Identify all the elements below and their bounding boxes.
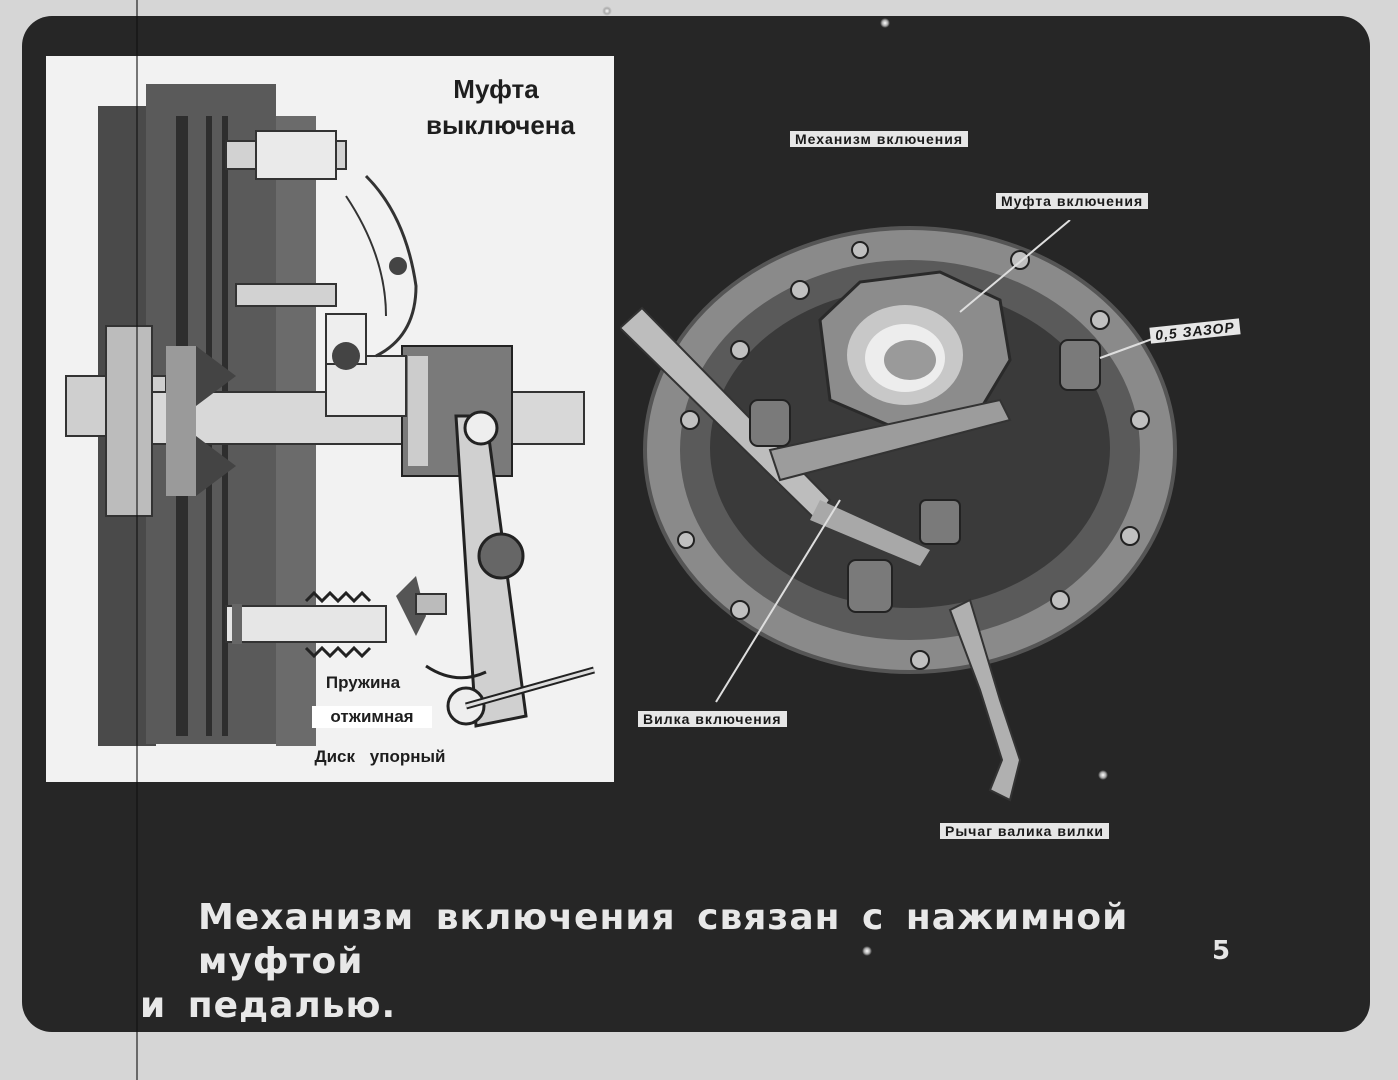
dust-speck xyxy=(602,6,612,16)
dust-speck xyxy=(1098,770,1108,780)
spring-label-line1: Пружина xyxy=(325,673,401,692)
slide-caption: Механизм включения связан с нажимной муф… xyxy=(140,896,1180,1028)
clutch-cross-section-drawing xyxy=(65,84,595,746)
slide-number: 5 xyxy=(1212,936,1231,966)
dust-speck xyxy=(862,946,872,956)
fork-label: Вилка включения xyxy=(638,711,787,727)
coupling-label: Муфта включения xyxy=(996,193,1149,209)
clutch-assembly-photo xyxy=(620,220,1177,802)
caption-line1: Механизм включения связан с нажимной муф… xyxy=(198,897,1129,982)
lever-label: Рычаг валика вилки xyxy=(940,823,1110,839)
diagram-title-line2: выключена xyxy=(426,110,575,140)
diagram-title-line1: Муфта xyxy=(453,74,539,104)
clutch-diagram: Муфта выключена Пружина отжимная Диск уп… xyxy=(46,56,614,782)
caption-line2: и педалью. xyxy=(140,985,397,1026)
dust-speck xyxy=(880,18,890,28)
spring-label-line2: отжимная xyxy=(312,706,432,728)
disc-label: Диск упорный xyxy=(314,747,446,766)
film-scratch xyxy=(136,0,138,1080)
mechanism-label: Механизм включения xyxy=(790,131,969,147)
